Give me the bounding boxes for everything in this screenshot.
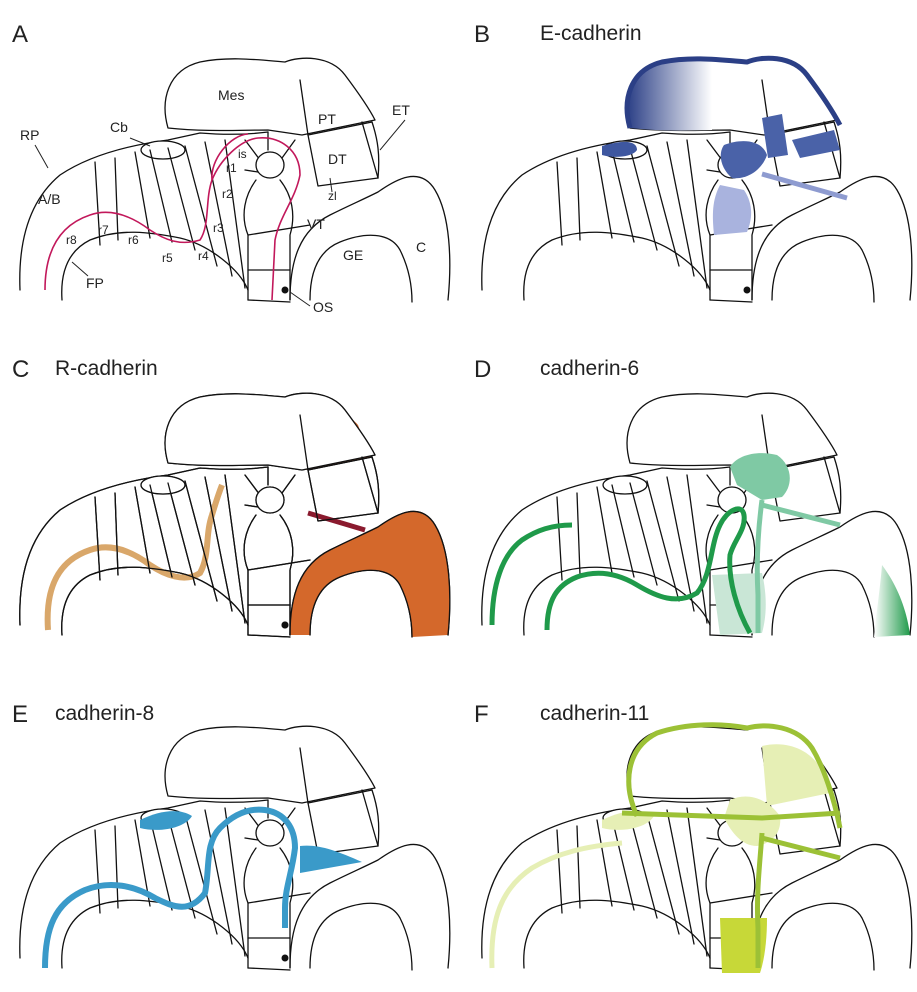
label-ab: A/B: [38, 191, 61, 207]
ecad-mes-gradient: [627, 60, 712, 131]
panel-letter-a: A: [12, 21, 28, 48]
label-fp: FP: [86, 275, 104, 291]
cad11-pt: [762, 744, 830, 806]
label-r1: r1: [226, 161, 237, 175]
panel-title-c: R-cadherin: [55, 357, 158, 380]
panel-title-d: cadherin-6: [540, 357, 639, 380]
panel-letter-e: E: [12, 701, 28, 728]
ecad-isthmus: [721, 141, 767, 178]
label-r4: r4: [198, 249, 209, 263]
panel-d: D cadherin-6: [474, 356, 912, 637]
panel-letter-d: D: [474, 356, 491, 383]
label-r8: r8: [66, 233, 77, 247]
panel-b: B E-cadherin: [474, 21, 912, 302]
label-os: OS: [313, 299, 333, 315]
arrow-fp: [72, 262, 88, 276]
panel-letter-c: C: [12, 356, 29, 383]
panel-f: F cadherin-11: [474, 701, 912, 973]
cad6-telencephalon: [874, 565, 910, 637]
panel-e: E cadherin-8: [12, 701, 450, 970]
label-r2: r2: [222, 187, 233, 201]
label-r6: r6: [128, 233, 139, 247]
label-et: ET: [392, 102, 410, 118]
label-vt: VT: [307, 216, 325, 232]
panel-c: C R-cadherin: [12, 356, 450, 637]
panel-letter-f: F: [474, 701, 489, 728]
label-pt: PT: [318, 111, 336, 127]
panel-title-f: cadherin-11: [540, 702, 649, 725]
label-cb: Cb: [110, 119, 128, 135]
label-r5: r5: [162, 251, 173, 265]
label-dt: DT: [328, 151, 347, 167]
label-r3: r3: [213, 221, 224, 235]
label-rp: RP: [20, 127, 39, 143]
arrow-rp: [35, 145, 48, 168]
label-c: C: [416, 239, 426, 255]
panel-title-b: E-cadherin: [540, 22, 642, 45]
arrow-os: [290, 292, 310, 306]
panel-a: A Mes PT ET DT VT GE C Cb is RP A/B FP z…: [12, 21, 450, 315]
label-r7: r7: [98, 223, 109, 237]
panel-title-e: cadherin-8: [55, 702, 154, 725]
arrow-et: [380, 120, 405, 150]
rcad-ab-line: [48, 485, 222, 630]
ecad-zl-line: [762, 174, 847, 198]
label-ge: GE: [343, 247, 363, 263]
label-is: is: [238, 147, 247, 161]
label-mes: Mes: [218, 87, 244, 103]
ecad-vt-light: [713, 185, 751, 235]
panel-letter-b: B: [474, 21, 490, 48]
